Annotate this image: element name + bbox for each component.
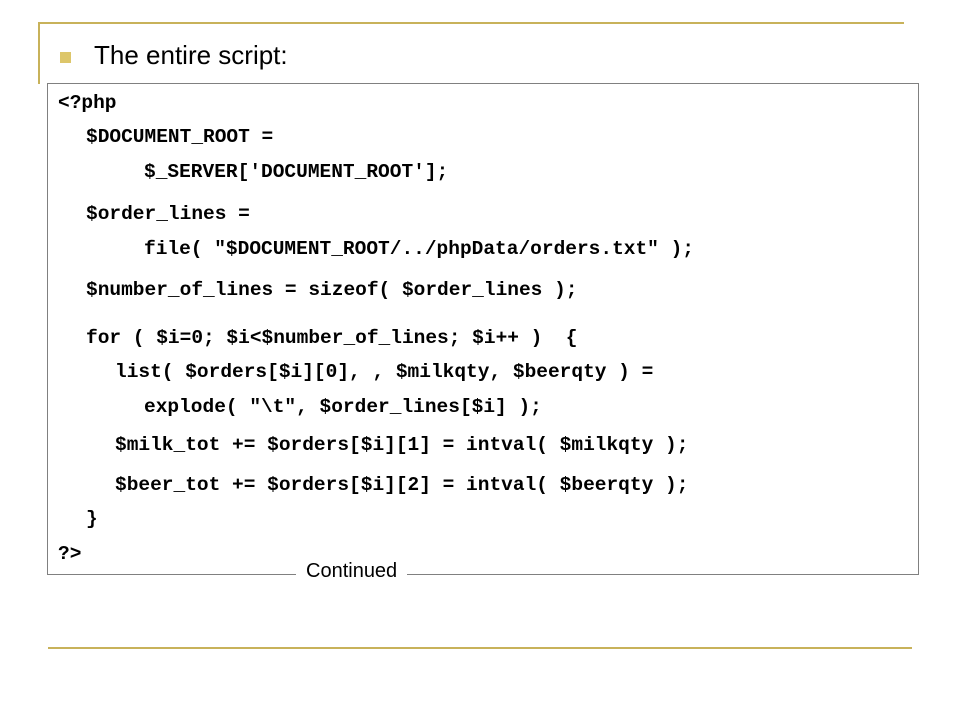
top-rule <box>38 22 904 24</box>
code-line: for ( $i=0; $i<$number_of_lines; $i++ ) … <box>86 327 578 349</box>
code-line: $DOCUMENT_ROOT = <box>86 126 274 148</box>
code-line: $_SERVER['DOCUMENT_ROOT']; <box>144 161 449 183</box>
code-line: $beer_tot += $orders[$i][2] = intval( $b… <box>115 474 689 496</box>
code-block: <?php $DOCUMENT_ROOT = $_SERVER['DOCUMEN… <box>47 83 919 575</box>
code-line: file( "$DOCUMENT_ROOT/../phpData/orders.… <box>144 238 694 260</box>
code-line: } <box>86 508 98 530</box>
left-rule <box>38 22 40 84</box>
code-line: ?> <box>58 543 82 565</box>
bullet-square-icon <box>60 52 71 63</box>
slide-heading: The entire script: <box>94 40 288 70</box>
code-line: explode( "\t", $order_lines[$i] ); <box>144 396 542 418</box>
code-line: $order_lines = <box>86 203 250 225</box>
bottom-rule <box>48 647 912 649</box>
code-line: $number_of_lines = sizeof( $order_lines … <box>86 279 578 301</box>
code-line: <?php <box>58 92 117 114</box>
code-line: $milk_tot += $orders[$i][1] = intval( $m… <box>115 434 689 456</box>
continued-label: Continued <box>296 559 408 583</box>
code-line: list( $orders[$i][0], , $milkqty, $beerq… <box>115 361 654 383</box>
